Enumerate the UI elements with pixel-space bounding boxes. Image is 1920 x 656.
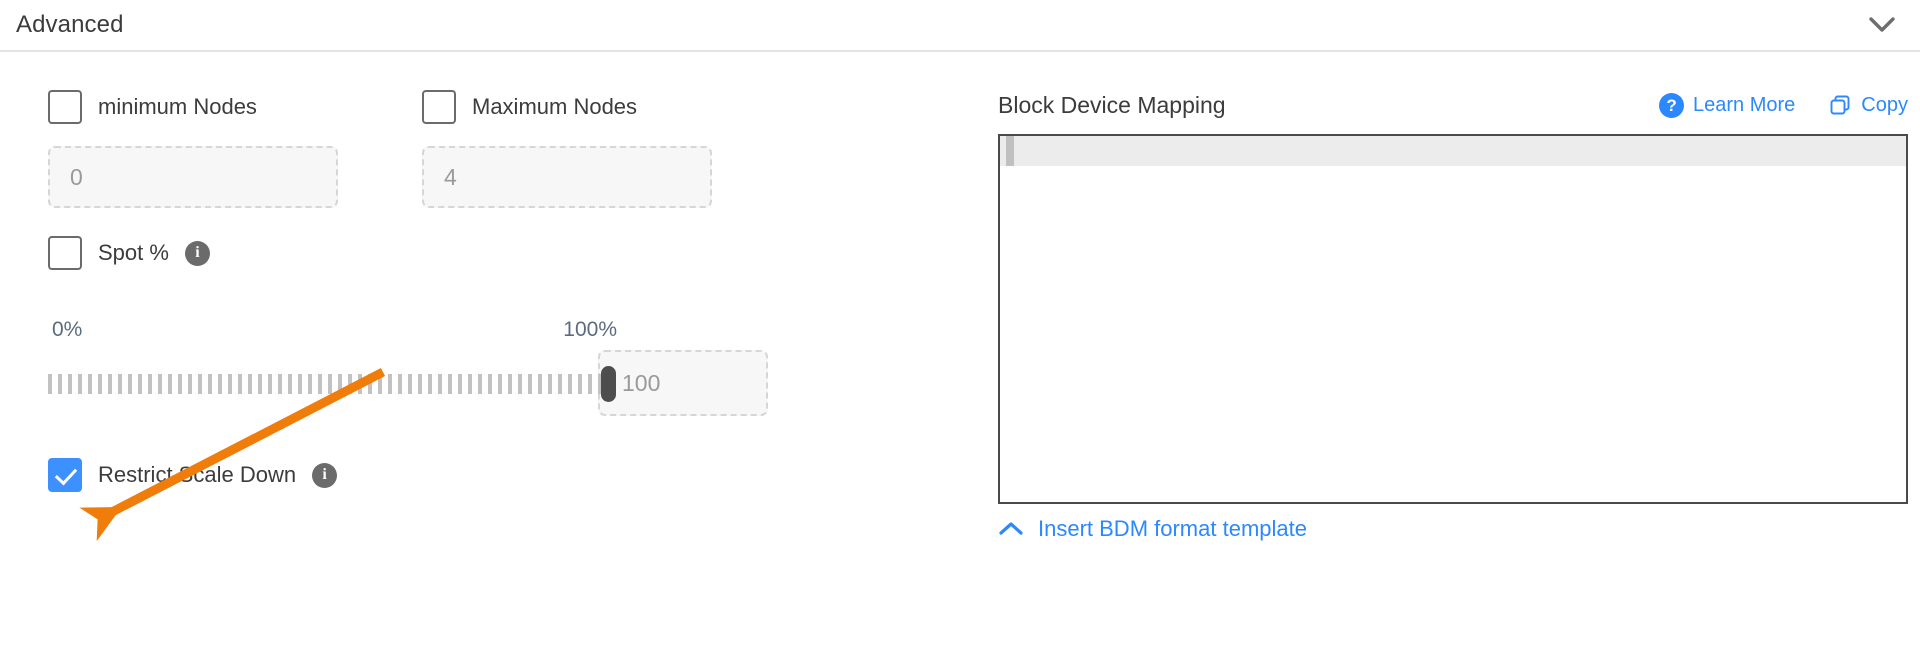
- slider-min-label: 0%: [52, 318, 83, 341]
- insert-bdm-template-link[interactable]: Insert BDM format template: [998, 516, 1307, 542]
- learn-more-link[interactable]: ? Learn More: [1659, 92, 1796, 118]
- spot-percent-checkbox[interactable]: [48, 236, 82, 270]
- maximum-nodes-row[interactable]: Maximum Nodes: [422, 90, 712, 124]
- spot-percent-info-icon[interactable]: i: [184, 240, 210, 266]
- node-limits-grid: minimum Nodes Maximum Nodes: [48, 90, 968, 208]
- editor-active-line: [1000, 136, 1906, 166]
- maximum-nodes-checkbox[interactable]: [422, 90, 456, 124]
- copy-label: Copy: [1861, 93, 1908, 116]
- restrict-scale-down-checkbox[interactable]: [48, 458, 82, 492]
- spot-percent-slider-block: 0% 100%: [48, 318, 768, 416]
- restrict-scale-down-label: Restrict Scale Down: [98, 462, 297, 487]
- editor-gutter: [1006, 136, 1014, 166]
- bdm-actions: ? Learn More Copy: [1659, 92, 1908, 118]
- spot-percent-row[interactable]: Spot % i: [48, 236, 968, 270]
- minimum-nodes-group: minimum Nodes: [48, 90, 338, 208]
- block-device-mapping-column: Block Device Mapping ? Learn More Copy: [998, 88, 1908, 542]
- spot-percent-label: Spot %: [98, 240, 169, 265]
- bdm-code-editor[interactable]: [998, 134, 1908, 504]
- restrict-scale-down-info-icon[interactable]: i: [312, 462, 338, 488]
- restrict-scale-down-row[interactable]: Restrict Scale Down i: [48, 458, 968, 492]
- spot-percent-slider[interactable]: [48, 366, 616, 402]
- minimum-nodes-row[interactable]: minimum Nodes: [48, 90, 338, 124]
- help-circle-icon: ?: [1659, 92, 1685, 118]
- scaling-settings-column: minimum Nodes Maximum Nodes Spot % i 0%: [48, 90, 968, 492]
- insert-bdm-template-label: Insert BDM format template: [1038, 516, 1307, 541]
- spot-percent-value-input[interactable]: [598, 350, 768, 416]
- section-header[interactable]: Advanced: [0, 0, 1920, 52]
- copy-button[interactable]: Copy: [1829, 94, 1908, 117]
- minimum-nodes-label: minimum Nodes: [98, 94, 257, 119]
- minimum-nodes-input[interactable]: [48, 146, 338, 208]
- slider-scale-labels: 0% 100%: [52, 318, 617, 342]
- learn-more-label: Learn More: [1693, 93, 1796, 116]
- slider-max-label: 100%: [563, 318, 617, 341]
- copy-icon: [1829, 94, 1852, 117]
- maximum-nodes-group: Maximum Nodes: [422, 90, 712, 208]
- slider-row: [48, 350, 768, 416]
- slider-thumb[interactable]: [601, 366, 616, 402]
- page-title: Advanced: [16, 11, 124, 38]
- maximum-nodes-label: Maximum Nodes: [472, 94, 638, 119]
- bdm-title: Block Device Mapping: [998, 91, 1226, 118]
- chevron-down-icon[interactable]: [1862, 5, 1902, 45]
- chevron-up-icon: [998, 521, 1024, 537]
- minimum-nodes-checkbox[interactable]: [48, 90, 82, 124]
- maximum-nodes-input[interactable]: [422, 146, 712, 208]
- slider-ticks: [48, 374, 608, 394]
- bdm-header: Block Device Mapping ? Learn More Copy: [998, 88, 1908, 122]
